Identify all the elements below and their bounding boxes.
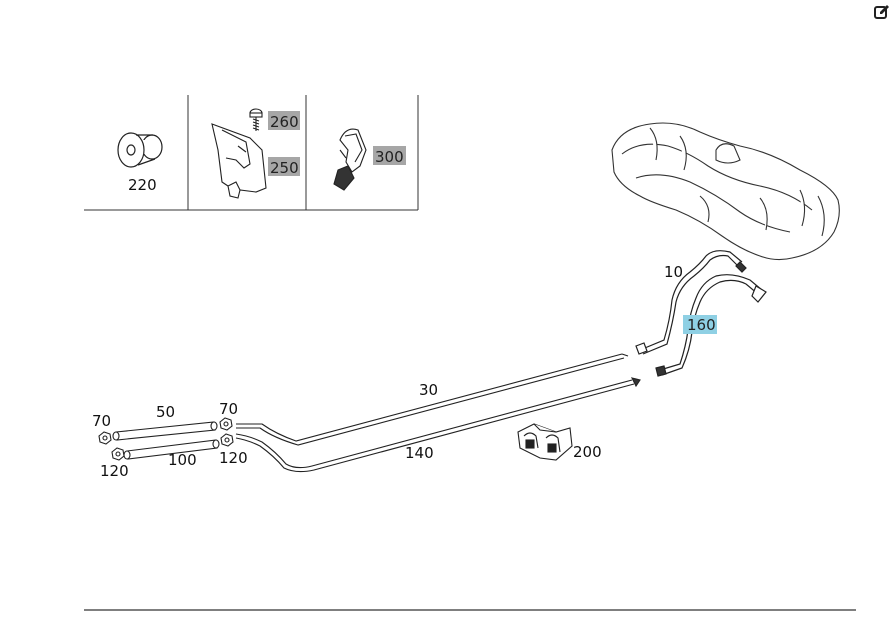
label-120-right[interactable]: 120: [219, 449, 248, 467]
edit-icon[interactable]: [872, 2, 892, 22]
fuel-line-160[interactable]: [655, 274, 767, 377]
label-220[interactable]: 220: [128, 176, 157, 194]
label-100[interactable]: 100: [168, 451, 197, 469]
fuel-line-10[interactable]: [635, 250, 747, 355]
highlight-250: [268, 157, 300, 176]
label-50[interactable]: 50: [156, 403, 175, 421]
cover-250[interactable]: [211, 123, 267, 199]
highlight-260: [268, 111, 300, 130]
label-120-left[interactable]: 120: [100, 462, 129, 480]
screw-260[interactable]: [249, 108, 263, 131]
fuel-line-30[interactable]: [236, 353, 629, 446]
highlight-300: [373, 146, 406, 165]
nut-120-left[interactable]: [111, 447, 125, 461]
nut-120-right[interactable]: [220, 433, 234, 447]
label-250[interactable]: 250: [270, 159, 299, 177]
nut-70-right[interactable]: [219, 417, 233, 431]
nut-70-left[interactable]: [98, 431, 112, 445]
fuel-line-140[interactable]: [235, 377, 641, 473]
hose-50[interactable]: [112, 421, 218, 441]
label-10[interactable]: 10: [664, 263, 683, 281]
inset-panel: [84, 95, 419, 211]
clip-300[interactable]: [333, 128, 367, 191]
fuel-tank[interactable]: [611, 122, 840, 261]
line-holder-200[interactable]: [517, 423, 573, 461]
hose-100[interactable]: [123, 439, 220, 460]
label-260[interactable]: 260: [270, 113, 299, 131]
label-160[interactable]: 160: [687, 316, 716, 334]
label-300[interactable]: 300: [375, 148, 404, 166]
label-70-right[interactable]: 70: [219, 400, 238, 418]
label-70-left[interactable]: 70: [92, 412, 111, 430]
label-200[interactable]: 200: [573, 443, 602, 461]
label-140[interactable]: 140: [405, 444, 434, 462]
grommet-220[interactable]: [117, 132, 163, 168]
label-30[interactable]: 30: [419, 381, 438, 399]
highlight-160: [683, 315, 717, 334]
